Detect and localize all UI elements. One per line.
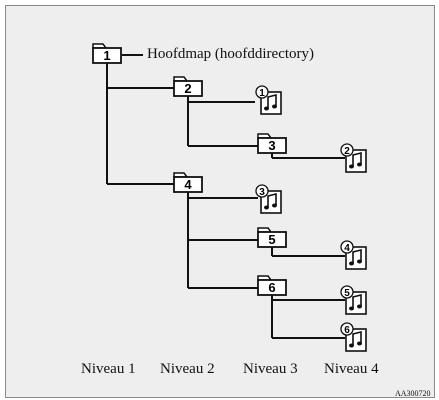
level-label-3: Niveau 3 [243, 361, 298, 377]
music-file-2: 2 [340, 143, 367, 173]
file-number: 3 [259, 187, 265, 198]
folder-number: 5 [268, 232, 275, 247]
level-label-2: Niveau 2 [160, 361, 215, 377]
folder-4: 4 [173, 172, 203, 193]
level-label-4: Niveau 4 [324, 361, 379, 377]
folder-number: 6 [268, 280, 275, 295]
folder-2: 2 [173, 76, 203, 97]
file-number: 5 [344, 288, 350, 299]
connector-lines [106, 54, 345, 339]
file-number: 4 [344, 243, 350, 254]
music-file-5: 5 [340, 285, 367, 315]
file-number: 1 [259, 88, 265, 99]
folder-1: 1 [92, 43, 122, 64]
level-label-1: Niveau 1 [81, 361, 136, 377]
music-file-4: 4 [340, 240, 367, 270]
figure-code: AA300720 [395, 389, 431, 398]
folder-3: 3 [257, 133, 287, 154]
music-file-1: 1 [255, 85, 282, 115]
folder-number: 1 [103, 48, 110, 63]
folder-number: 3 [268, 138, 275, 153]
file-number: 2 [344, 146, 350, 157]
music-file-3: 3 [255, 184, 282, 214]
folder-6: 6 [257, 275, 287, 296]
folder-number: 2 [184, 81, 191, 96]
file-number: 6 [344, 325, 350, 336]
root-folder-label: Hoofdmap (hoofddirectory) [147, 46, 315, 62]
music-file-6: 6 [340, 322, 367, 352]
folder-number: 4 [184, 177, 192, 192]
folder-5: 5 [257, 227, 287, 248]
